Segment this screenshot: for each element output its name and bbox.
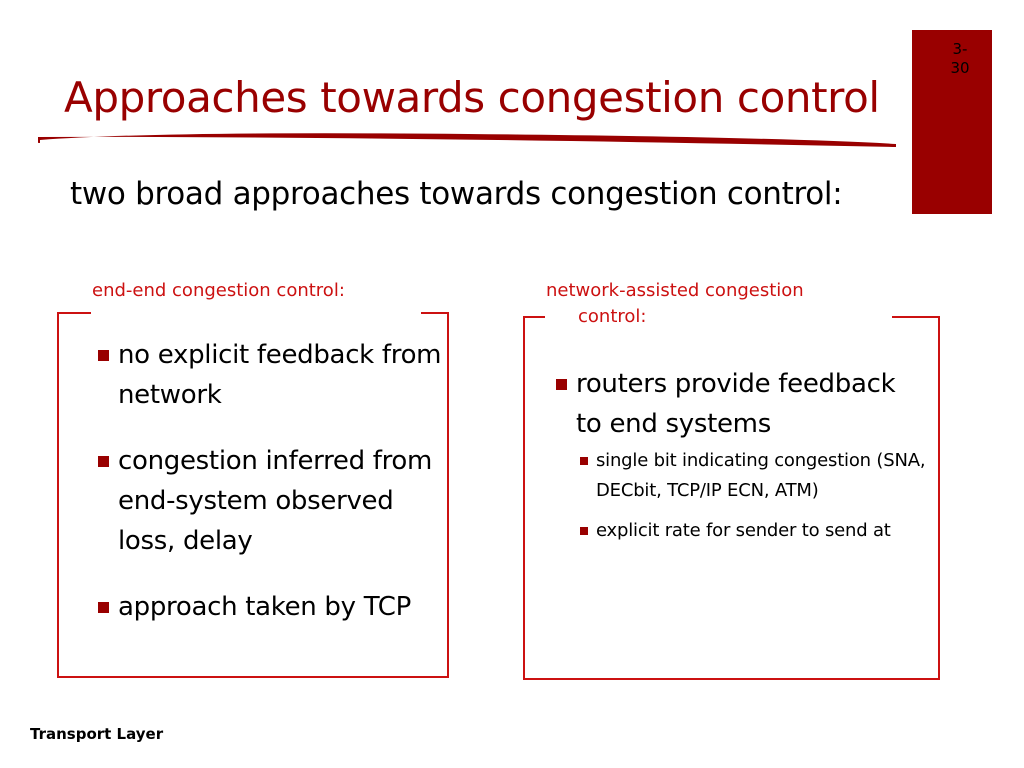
left-bullet-list: no explicit feedback from network conges… xyxy=(90,335,450,627)
left-panel xyxy=(57,312,449,678)
title-underline xyxy=(38,133,896,147)
bullet-text: congestion inferred from end-system obse… xyxy=(118,446,433,556)
left-panel-heading: end-end congestion control: xyxy=(92,280,345,301)
page-number: 3- 30 xyxy=(950,40,970,77)
right-panel-heading-text: network-assisted congestion control: xyxy=(546,280,804,327)
left-panel-top-right xyxy=(421,312,447,314)
list-item: single bit indicating congestion (SNA, D… xyxy=(576,446,928,506)
right-bullet-list: routers provide feedback to end systems … xyxy=(548,364,928,556)
sub-bullet-text: explicit rate for sender to send at xyxy=(596,520,891,541)
left-panel-top-left xyxy=(59,312,91,314)
page-number-badge xyxy=(912,30,992,214)
slide-subtitle: two broad approaches towards congestion … xyxy=(70,176,843,212)
right-panel-top-left xyxy=(525,316,545,318)
square-bullet-icon xyxy=(98,350,109,361)
list-item: explicit rate for sender to send at xyxy=(576,516,928,546)
sub-bullet-text: single bit indicating congestion (SNA, D… xyxy=(596,450,926,501)
bullet-text: routers provide feedback to end systems xyxy=(576,369,896,439)
bullet-text: approach taken by TCP xyxy=(118,592,411,622)
slide-title: Approaches towards congestion control xyxy=(64,73,880,122)
right-panel-top-right xyxy=(892,316,938,318)
square-bullet-icon xyxy=(580,527,588,535)
bullet-text: no explicit feedback from network xyxy=(118,340,442,410)
square-bullet-icon xyxy=(580,457,588,465)
list-item: approach taken by TCP xyxy=(90,587,450,627)
square-bullet-icon xyxy=(98,602,109,613)
square-bullet-icon xyxy=(98,456,109,467)
slide-footer: Transport Layer xyxy=(30,725,164,743)
square-bullet-icon xyxy=(556,379,567,390)
list-item: routers provide feedback to end systems … xyxy=(548,364,928,546)
sub-bullet-list: single bit indicating congestion (SNA, D… xyxy=(576,446,928,546)
right-panel-heading: network-assisted congestion control: xyxy=(546,278,866,330)
list-item: congestion inferred from end-system obse… xyxy=(90,441,450,561)
list-item: no explicit feedback from network xyxy=(90,335,450,415)
right-panel xyxy=(523,316,940,680)
